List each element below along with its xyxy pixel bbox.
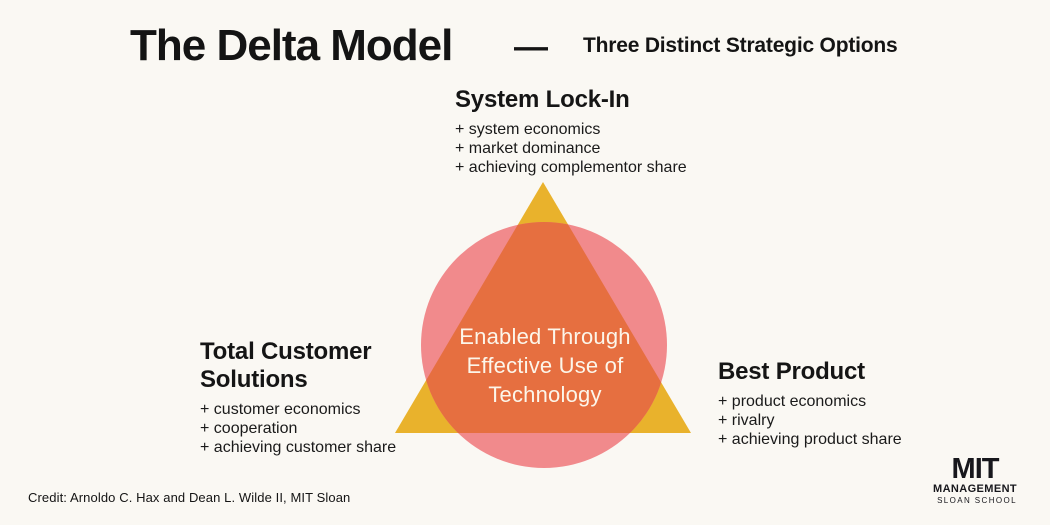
bullet-item: + market dominance [455,140,601,157]
option-system-lock-in: System Lock-In + system economics + mark… [455,86,687,177]
page-subtitle: Three Distinct Strategic Options [583,34,898,57]
option-total-customer-solutions: Total Customer Solutions + customer econ… [200,338,400,457]
option-title: Total Customer Solutions [200,338,372,393]
credit-line: Credit: Arnoldo C. Hax and Dean L. Wilde… [28,490,351,505]
bullet-item: + system economics [455,121,601,138]
mit-sloan-logo: MIT MANAGEMENT SLOAN SCHOOL [933,455,1017,506]
bullet-item: + achieving complementor share [455,159,687,176]
bullet-item: + product economics [718,393,867,410]
bullet-item: + customer economics [200,401,361,418]
mit-management-label: MANAGEMENT [933,483,1018,495]
option-title: System Lock-In [455,86,630,113]
option-title: Best Product [718,358,865,385]
bullet-item: + achieving product share [718,431,902,448]
center-label-line: Enabled Through [459,324,631,349]
mit-wordmark: MIT [951,453,1000,485]
mit-sloan-school-label: SLOAN SCHOOL [937,496,1017,505]
option-bullets: + product economics + rivalry + achievin… [718,392,902,449]
option-bullets: + system economics + market dominance + … [455,120,687,177]
circle-center-label: Enabled Through Effective Use of Technol… [414,322,676,409]
option-best-product: Best Product + product economics + rival… [718,358,902,449]
bullet-item: + cooperation [200,420,298,437]
page-title: The Delta Model [130,21,453,70]
center-label-line: Effective Use of [466,353,624,378]
title-separator-dash: — [514,28,548,66]
bullet-item: + achieving customer share [200,439,397,456]
center-label-line: Technology [488,382,602,407]
option-bullets: + customer economics + cooperation + ach… [200,400,400,457]
bullet-item: + rivalry [718,412,775,429]
triangle-circle-overlap [421,222,667,433]
